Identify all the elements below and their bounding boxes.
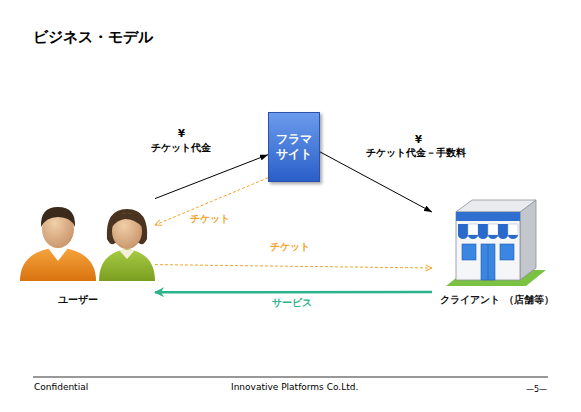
currency-symbol: ¥ [178,128,185,139]
illustration-shape [112,213,142,249]
footer-text: Confidential [34,382,88,392]
flow-arrow [155,291,432,294]
flow-arrow [155,265,432,268]
edge-label: サービス [272,297,312,309]
page-number: —5— [526,385,547,394]
illustration-shape [99,249,155,281]
illustration-shape [468,224,478,235]
illustration-shape [456,212,520,221]
node-label: ユーザー [15,293,140,307]
illustration-shape [41,207,75,227]
currency-symbol: ¥ [415,134,422,145]
client-store: クライアント （店舗等） [432,190,562,320]
illustration-shape [520,200,536,280]
illustration-shape [119,250,135,259]
illustration-shape [478,224,488,235]
flow-arrow [155,155,268,199]
diagram-title: ビジネス・モデル [33,28,153,47]
flow-arrow [155,178,268,225]
illustration-shape [498,224,508,235]
illustration-shape [112,213,142,227]
illustration-shape [456,212,520,280]
illustration-shape [462,244,476,260]
illustration-shape [456,200,536,212]
illustration-shape [488,224,498,235]
illustration-shape [458,224,468,235]
footer-rule [33,377,548,378]
flow-arrow [320,152,432,212]
edge-label: チケット [190,213,230,225]
illustration-shape [508,224,518,235]
user-group: ユーザー [15,195,155,315]
edge-label: チケット代金－手数料 [366,147,466,159]
platform-box: フラマ サイト [268,112,320,182]
illustration-shape [488,244,489,280]
illustration-shape [48,248,68,261]
node-label: フラマ サイト [269,113,319,181]
edge-label: チケット代金 [151,142,211,154]
edge-label: チケット [270,241,310,253]
footer-text: Innovative Platforms Co.Ltd. [231,382,358,392]
node-label: クライアント （店舗等） [432,293,562,307]
illustration-shape [481,244,495,280]
illustration-shape [500,244,514,260]
illustration-shape [20,247,96,281]
illustration-shape [458,235,518,239]
